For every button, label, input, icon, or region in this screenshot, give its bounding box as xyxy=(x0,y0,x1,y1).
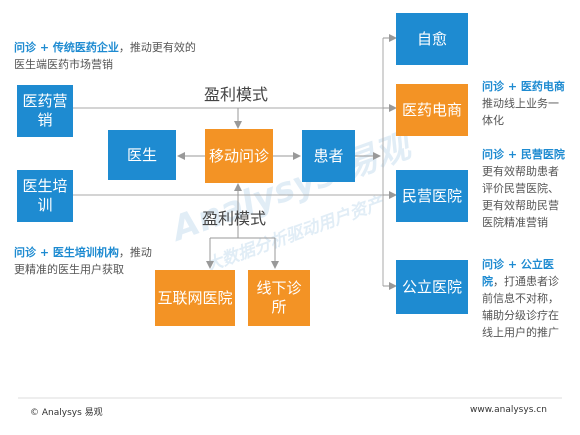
box-public-hospital[interactable]: 公立医院 xyxy=(396,260,468,314)
profit-model-label-bottom: 盈利模式 xyxy=(202,209,267,228)
box-doctor-training[interactable]: 医生培训 xyxy=(17,170,73,222)
box-private-hospital[interactable]: 民营医院 xyxy=(396,170,468,222)
footer-copyright: © Analysys 易观 xyxy=(30,408,103,418)
box-patient[interactable]: 患者 xyxy=(302,130,355,182)
note-public-hospital: 问诊 + 公立医院，打通患者诊前信息不对称，辅助分级诊疗在线上用户的推广 xyxy=(482,258,559,339)
note-doctor-training: 问诊 + 医生培训机构，推动更精准的医生用户获取 xyxy=(14,246,152,276)
box-mobile-consult[interactable]: 移动问诊 xyxy=(205,129,273,183)
box-pharma-marketing[interactable]: 医药营销 xyxy=(17,85,73,137)
box-offline-clinic[interactable]: 线下诊所 xyxy=(248,270,310,326)
footer-website[interactable]: www.analysys.cn xyxy=(470,405,547,415)
box-self-heal[interactable]: 自愈 xyxy=(396,13,468,65)
note-private-hospital: 问诊 + 民营医院更有效帮助患者评价民营医院、更有效帮助民营医院精准营销 xyxy=(482,148,565,229)
note-pharma-enterprise: 问诊 + 传统医药企业，推动更有效的医生端医药市场营销 xyxy=(14,41,196,71)
box-internet-hospital[interactable]: 互联网医院 xyxy=(155,270,235,326)
note-pharma-ecommerce: 问诊 + 医药电商推动线上业务一体化 xyxy=(482,80,565,127)
box-doctor[interactable]: 医生 xyxy=(108,130,176,180)
box-pharma-ecommerce[interactable]: 医药电商 xyxy=(396,84,468,136)
profit-model-label-top: 盈利模式 xyxy=(204,85,269,104)
